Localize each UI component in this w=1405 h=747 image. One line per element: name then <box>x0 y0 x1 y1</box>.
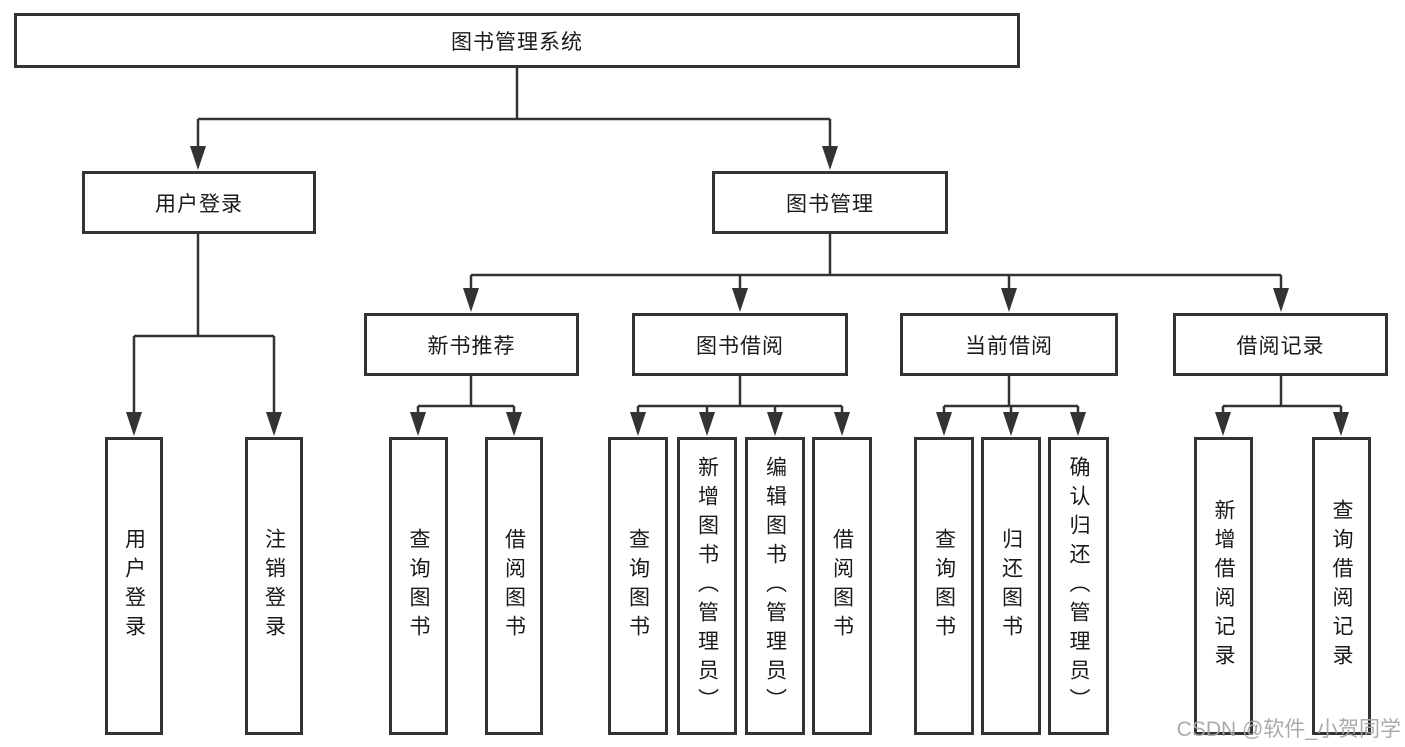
leaf-query-books-current: 查询图书 <box>914 437 974 735</box>
leaf-label: 查询借阅记录 <box>1330 499 1353 673</box>
leaf-label: 确认归还（管理员） <box>1067 455 1090 717</box>
leaf-label: 用户登录 <box>122 528 146 644</box>
leaf-query-books-borrow: 查询图书 <box>608 437 668 735</box>
leaf-confirm-return-admin: 确认归还（管理员） <box>1048 437 1109 735</box>
node-borrow-records: 借阅记录 <box>1173 313 1388 376</box>
node-library-management-system: 图书管理系统 <box>14 13 1020 68</box>
node-user-login: 用户登录 <box>82 171 316 234</box>
leaf-logout: 注销登录 <box>245 437 303 735</box>
node-book-borrow: 图书借阅 <box>632 313 848 376</box>
leaf-add-borrow-record: 新增借阅记录 <box>1194 437 1253 735</box>
leaf-label: 查询图书 <box>626 528 650 644</box>
node-book-management: 图书管理 <box>712 171 948 234</box>
leaf-label: 新增借阅记录 <box>1212 499 1235 673</box>
leaf-label: 借阅图书 <box>502 528 526 644</box>
leaf-query-books-newbook: 查询图书 <box>389 437 448 735</box>
leaf-label: 注销登录 <box>262 528 286 644</box>
csdn-watermark: CSDN @软件_小贺同学 <box>1176 718 1401 741</box>
leaf-edit-books-admin: 编辑图书（管理员） <box>745 437 805 735</box>
leaf-borrow-books: 借阅图书 <box>812 437 872 735</box>
leaf-add-books-admin: 新增图书（管理员） <box>677 437 737 735</box>
leaf-return-books: 归还图书 <box>981 437 1041 735</box>
leaf-label: 查询图书 <box>407 528 430 644</box>
leaf-label: 新增图书（管理员） <box>695 455 719 717</box>
leaf-label: 借阅图书 <box>830 528 854 644</box>
leaf-user-login: 用户登录 <box>105 437 163 735</box>
node-current-borrow: 当前借阅 <box>900 313 1118 376</box>
node-new-book-recommend: 新书推荐 <box>364 313 579 376</box>
leaf-label: 编辑图书（管理员） <box>763 455 787 717</box>
leaf-query-borrow-record: 查询借阅记录 <box>1312 437 1371 735</box>
leaf-label: 归还图书 <box>999 528 1023 644</box>
leaf-label: 查询图书 <box>932 528 956 644</box>
leaf-borrow-books-newbook: 借阅图书 <box>485 437 543 735</box>
